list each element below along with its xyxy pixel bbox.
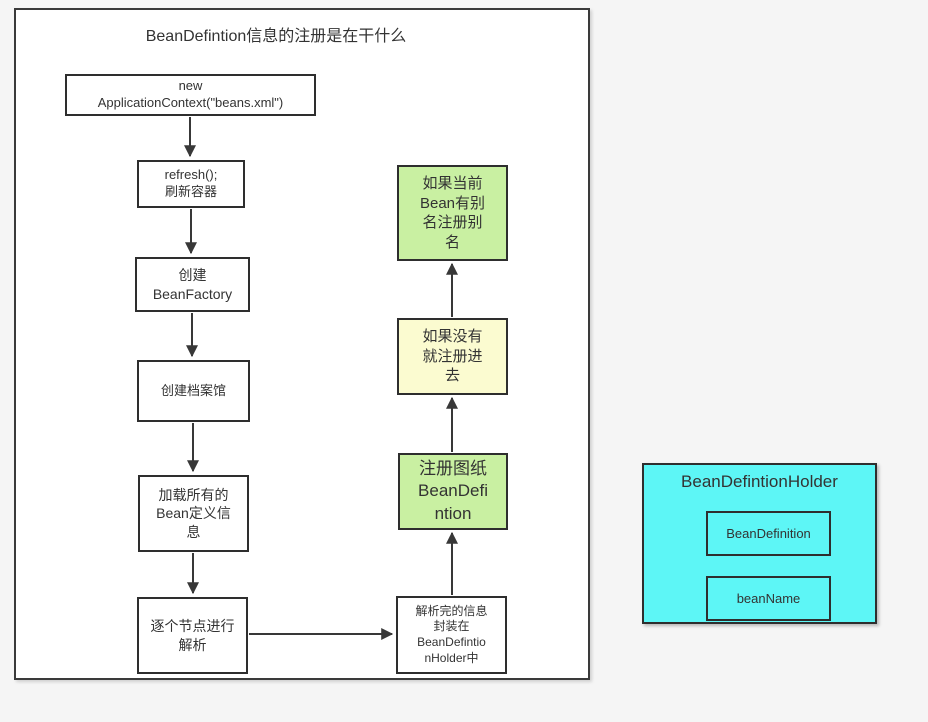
flow-node-label: 如果当前 Bean有别 名注册别 名 [419, 175, 486, 251]
holder-field-beandefinition[interactable]: BeanDefinition [706, 511, 831, 556]
flow-node-create-archive[interactable]: 创建档案馆 [137, 360, 250, 422]
flow-node-refresh[interactable]: refresh(); 刷新容器 [137, 160, 245, 208]
flow-node-label: refresh(); 刷新容器 [164, 167, 218, 199]
flow-node-label: new ApplicationContext("beans.xml") [97, 78, 284, 110]
flow-node-label: 注册图纸 BeanDefi ntion [418, 459, 488, 523]
flow-node-wrap-in-holder[interactable]: 解析完的信息 封装在 BeanDefintio nHolder中 [396, 596, 507, 674]
flow-node-label: 创建档案馆 [160, 382, 226, 398]
flow-node-register-if-absent[interactable]: 如果没有 就注册进 去 [397, 318, 508, 395]
holder-field-label: beanName [736, 591, 801, 606]
flow-node-label: 加载所有的 Bean定义信 息 [156, 487, 231, 540]
flow-node-label: 创建 BeanFactory [152, 267, 233, 302]
diagram-title: BeanDefintion信息的注册是在干什么 [145, 28, 407, 45]
flow-node-label: 解析完的信息 封装在 BeanDefintio nHolder中 [415, 603, 488, 665]
flow-node-parse-each-node[interactable]: 逐个节点进行 解析 [137, 597, 248, 674]
flow-node-create-beanfactory[interactable]: 创建 BeanFactory [135, 257, 250, 312]
holder-field-beanname[interactable]: beanName [706, 576, 831, 621]
flow-node-new-applicationcontext[interactable]: new ApplicationContext("beans.xml") [65, 74, 316, 116]
holder-box[interactable]: BeanDefintionHolder BeanDefinition beanN… [642, 463, 877, 624]
holder-field-label: BeanDefinition [726, 526, 811, 541]
flow-node-load-bean-definitions[interactable]: 加载所有的 Bean定义信 息 [138, 475, 249, 552]
flow-node-register-alias[interactable]: 如果当前 Bean有别 名注册别 名 [397, 165, 508, 261]
holder-title: BeanDefintionHolder [681, 472, 838, 491]
flow-node-label: 如果没有 就注册进 去 [422, 328, 483, 385]
flow-node-label: 逐个节点进行 解析 [150, 618, 235, 653]
flow-node-register-blueprint[interactable]: 注册图纸 BeanDefi ntion [398, 453, 508, 530]
